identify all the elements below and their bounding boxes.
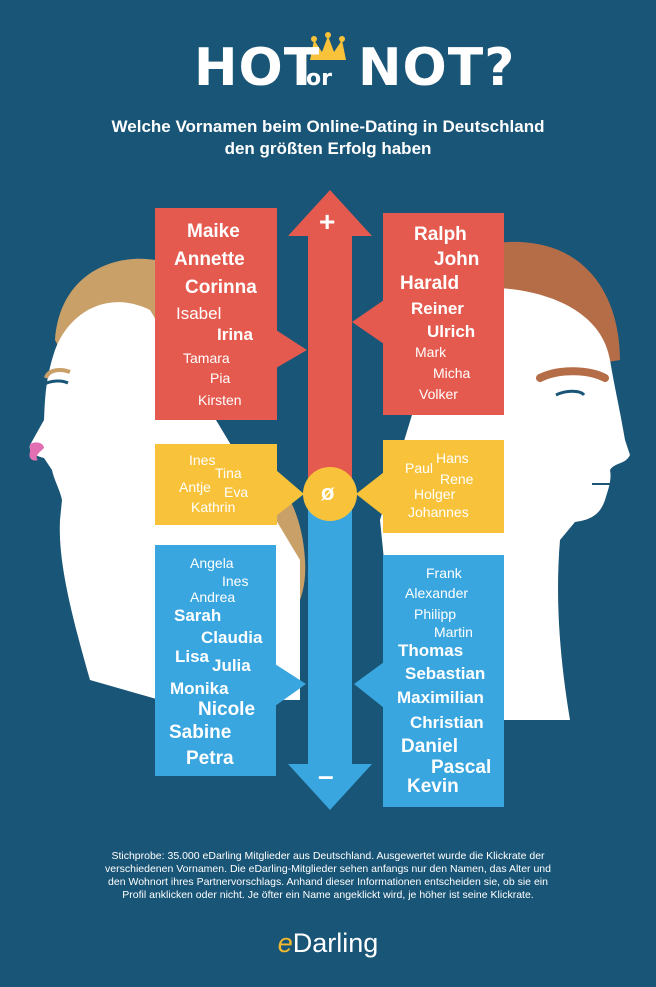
subtitle-line-2: den größten Erfolg haben [224,139,432,158]
minus-label: – [318,760,334,791]
men-not-name: Maximilian [397,688,484,707]
women-hot-name: Annette [174,249,245,270]
women-average-name: Ines [189,452,216,468]
women-hot-name: Corinna [185,277,257,298]
women-average-box [155,444,277,525]
men-hot-name: Harald [400,273,460,294]
women-hot-name: Irina [217,325,253,344]
women-not-name: Lisa [175,647,210,666]
arrow-down-head [288,764,372,810]
women-not-name: Petra [186,748,234,769]
logo-text: Darling [292,928,379,958]
note-line: Profil anklicken oder nicht. Je öfter ei… [122,889,534,901]
arrow-blue-shaft [308,494,352,764]
subtitle-line-1: Welche Vornamen beim Online-Dating in De… [111,117,545,136]
men-not-name: Pascal [431,757,492,778]
average-symbol: ø [321,480,335,505]
men-not-box [383,555,504,807]
arrow-red-shaft [308,236,352,494]
men-average-name: Rene [440,471,474,487]
men-average-name: Paul [405,460,434,476]
crown-icon [310,32,346,60]
men-hot-name: Ralph [414,224,467,245]
male-brow [536,367,609,382]
women-average-name: Antje [179,479,211,495]
women-not-name: Andrea [190,589,236,605]
edarling-logo: eDarling [0,928,656,959]
men-hot-name: John [434,249,480,270]
men-not-name: Thomas [398,641,464,660]
subtitle: Welche Vornamen beim Online-Dating in De… [60,116,596,160]
men-not-name: Christian [410,713,484,732]
women-not-name: Claudia [201,628,263,647]
men-not-name: Philipp [414,606,457,622]
average-circle [303,467,357,521]
men-average-box [383,440,504,533]
women-hot-name: Kirsten [198,392,242,408]
women-not-name: Sarah [174,606,222,625]
arrow-up-head [288,190,372,236]
men-not-name: Frank [426,565,462,581]
men-not-name: Sebastian [405,664,486,683]
women-hot-name: Maike [187,221,240,242]
title-hot: HOT [194,38,321,98]
note-line: den Wohnort ihres Partnervorschlags. Anh… [108,876,548,888]
note-line: Stichprobe: 35.000 eDarling Mitglieder a… [111,850,545,862]
women-not-name: Nicole [198,699,256,720]
men-hot-name: Micha [433,365,471,381]
female-lips [29,442,44,461]
female-eye [41,379,69,387]
men-average-name: Holger [414,486,456,502]
note-line: verschiedenen Vornamen. Die eDarling-Mit… [105,863,551,875]
women-not-name: Sabine [169,722,232,743]
women-average-name: Tina [215,465,242,481]
women-not-name: Ines [222,573,249,589]
men-hot-box [383,213,504,415]
women-average-name: Eva [224,484,249,500]
men-hot-name: Volker [419,386,458,402]
women-not-name: Monika [170,679,229,698]
men-average-name: Hans [436,450,469,466]
men-not-name: Daniel [401,736,459,757]
men-hot-name: Ulrich [427,322,476,341]
logo-e: e [277,928,293,958]
men-hot-name: Reiner [411,299,464,318]
page-title: HOT or NOT? [0,30,656,100]
women-average-name: Kathrin [191,499,236,515]
men-hot-name: Mark [415,344,447,360]
women-hot-name: Isabel [176,304,222,323]
title-not: NOT? [358,38,516,98]
women-not-name: Julia [212,656,251,675]
men-average-name: Johannes [408,504,469,520]
title-or: or [306,66,332,91]
female-eye-lid [44,368,71,379]
men-not-name: Martin [434,624,473,640]
women-hot-name: Tamara [183,350,230,366]
women-hot-name: Pia [210,370,231,386]
plus-label: + [319,206,336,237]
women-hot-box [155,208,277,420]
male-eye [555,389,586,397]
men-not-name: Alexander [405,585,469,601]
women-not-box [155,545,276,776]
methodology-note: Stichprobe: 35.000 eDarling Mitglieder a… [84,850,572,902]
men-not-name: Kevin [407,776,459,797]
women-not-name: Angela [190,555,234,571]
